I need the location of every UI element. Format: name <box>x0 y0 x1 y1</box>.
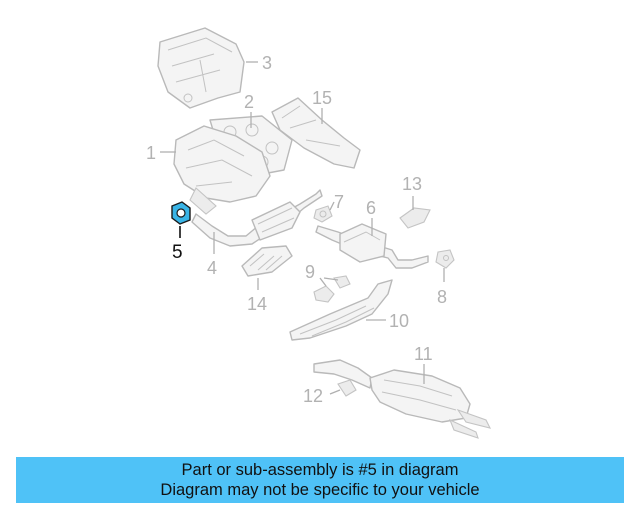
callout-5: 5 <box>172 242 183 263</box>
part-12-clamp <box>329 379 357 397</box>
banner-line-1: Part or sub-assembly is #5 in diagram <box>181 461 459 479</box>
callout-14: 14 <box>247 294 267 314</box>
part-3-heat-shield <box>157 27 258 109</box>
part-8-hanger <box>435 249 455 282</box>
callout-10: 10 <box>389 311 409 331</box>
callout-1: 1 <box>146 143 156 163</box>
callout-8: 8 <box>437 287 447 307</box>
callout-7: 7 <box>334 192 344 212</box>
callout-13: 13 <box>402 174 422 194</box>
part-4-front-pipe <box>191 189 323 254</box>
part-1-exhaust-manifold <box>160 125 271 215</box>
part-6-intermediate-pipe <box>315 218 429 269</box>
callout-15: 15 <box>312 88 332 108</box>
part-13-bracket <box>399 196 431 229</box>
part-9-bracket <box>313 275 351 303</box>
part-5-gasket <box>171 201 191 238</box>
info-banner: Part or sub-assembly is #5 in diagram Di… <box>16 457 624 503</box>
part-10-heat-shield <box>289 279 393 341</box>
callout-3: 3 <box>262 53 272 73</box>
banner-line-2: Diagram may not be specific to your vehi… <box>160 481 480 499</box>
callout-2: 2 <box>244 92 254 112</box>
part-15-heat-shield <box>271 97 361 169</box>
parts-diagram: 3 2 15 1 5 4 14 <box>146 27 492 439</box>
callout-4: 4 <box>207 258 217 278</box>
part-11-rear-muffler <box>313 359 492 439</box>
callout-9: 9 <box>305 262 315 282</box>
callout-11: 11 <box>414 344 433 364</box>
callout-6: 6 <box>366 198 376 218</box>
part-14-heat-shield <box>241 245 293 290</box>
part-7-clamp <box>313 201 335 223</box>
callout-12: 12 <box>303 386 323 406</box>
